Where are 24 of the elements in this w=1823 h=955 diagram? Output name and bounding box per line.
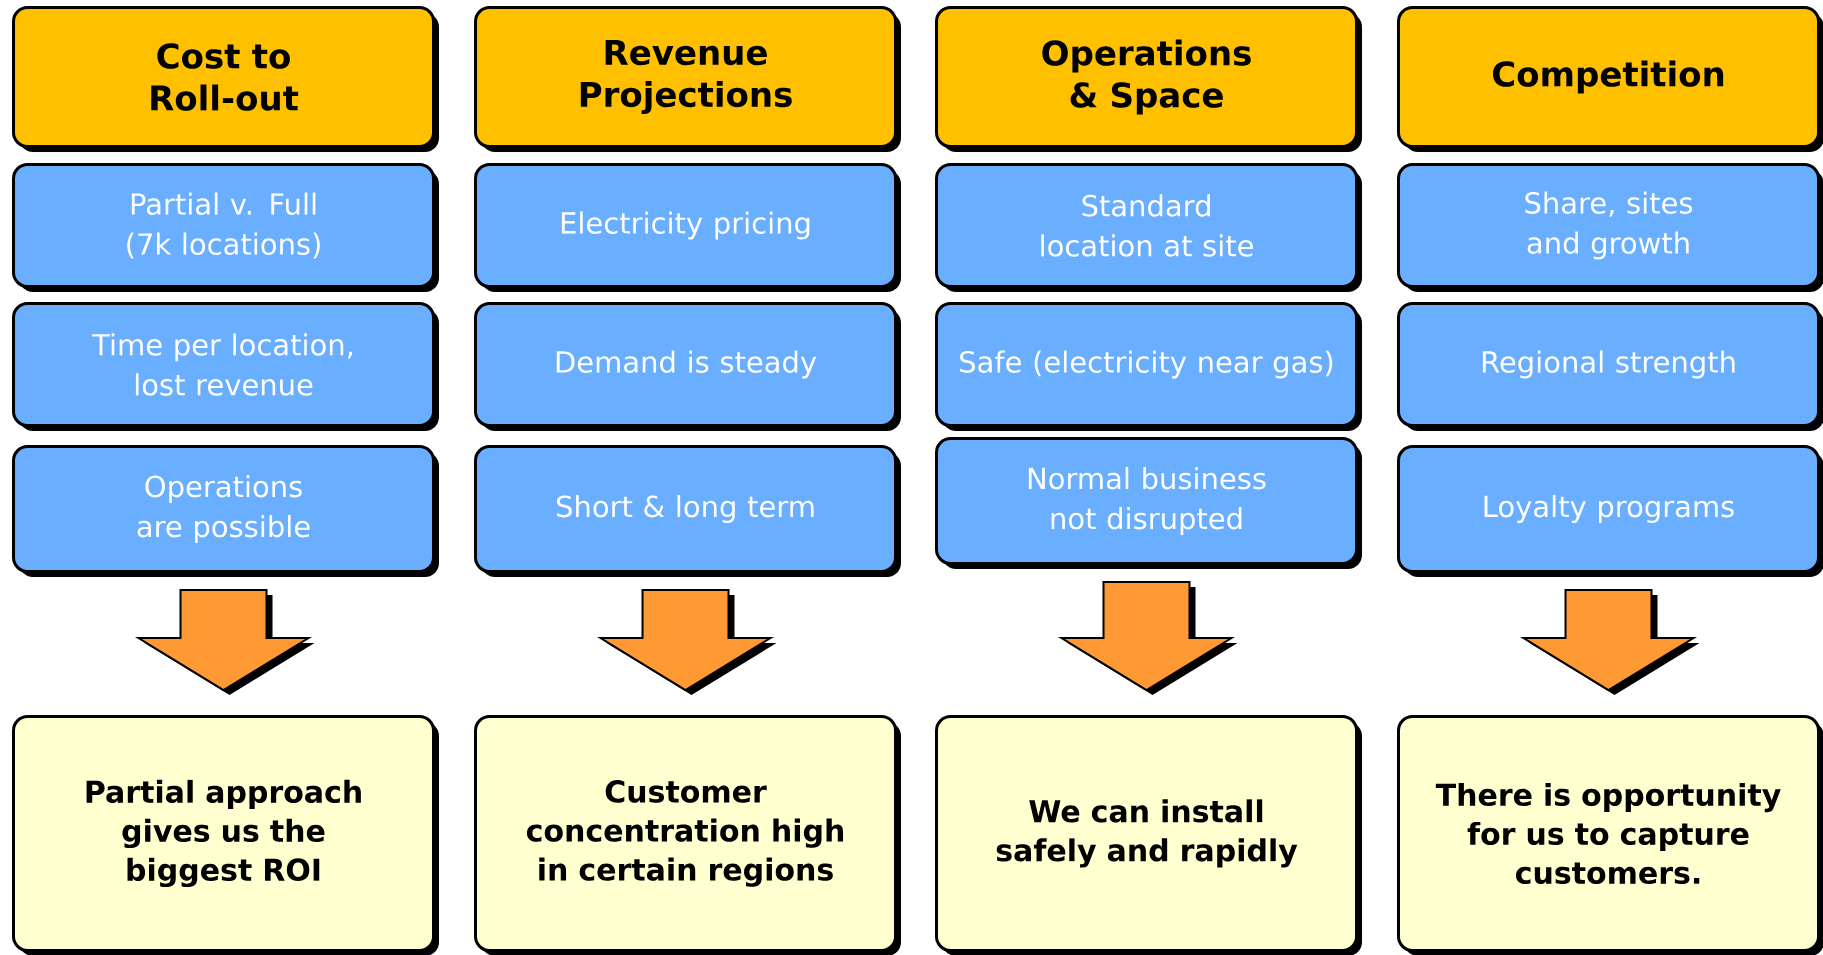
block-arrow (596, 589, 777, 695)
conclusion-box: We can install safely and rapidly (935, 715, 1362, 955)
topic-box: Time per location, lost revenue (12, 302, 439, 431)
topic-box: Loyalty programs (1397, 445, 1823, 577)
conclusion-box: There is opportunity for us to capture customers. (1397, 715, 1823, 955)
topic-box: Regional strength (1397, 302, 1823, 431)
block-arrow (134, 589, 315, 695)
header-box: Competition (1397, 6, 1823, 152)
header-box: Revenue Projections (474, 6, 901, 152)
header-box: Operations & Space (935, 6, 1362, 152)
header-box: Cost to Roll-out (12, 6, 439, 152)
topic-box: Demand is steady (474, 302, 901, 431)
conclusion-box: Customer concentration high in certain regions (474, 715, 901, 955)
block-arrow (1057, 581, 1238, 695)
topic-box: Share, sites and growth (1397, 163, 1823, 292)
topic-box: Safe (electricity near gas) (935, 302, 1362, 431)
topic-box: Electricity pricing (474, 163, 901, 292)
topic-box: Standard location at site (935, 163, 1362, 292)
topic-box: Partial v. Full (7k locations) (12, 163, 439, 292)
topic-box: Normal business not disrupted (935, 437, 1362, 569)
conclusion-box: Partial approach gives us the biggest ROI (12, 715, 439, 955)
topic-box: Short & long term (474, 445, 901, 577)
block-arrow (1519, 589, 1700, 695)
topic-box: Operations are possible (12, 445, 439, 577)
